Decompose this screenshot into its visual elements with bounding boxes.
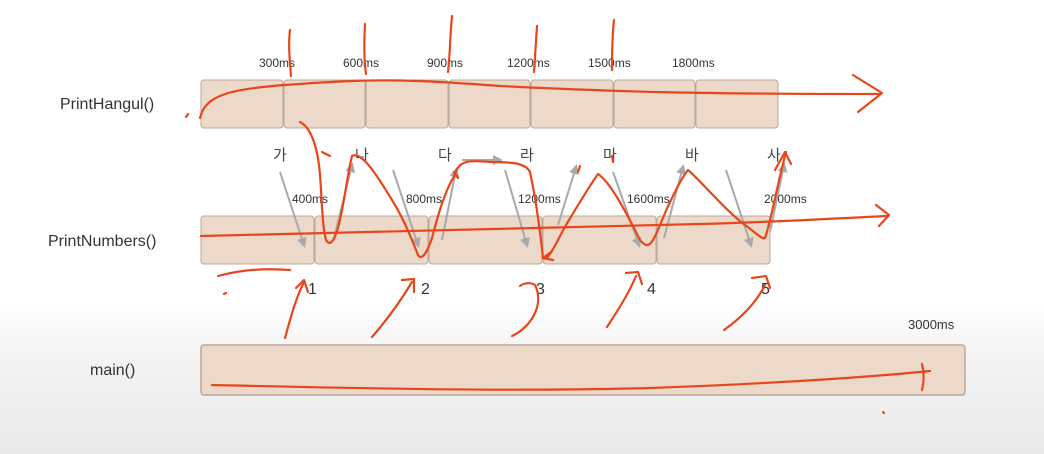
annotation-stroke <box>773 150 793 172</box>
numbers-tick-label: 800ms <box>406 192 442 206</box>
row-label-main: main() <box>90 362 135 379</box>
hangul-cell <box>200 79 284 129</box>
annotation-arrowhead <box>874 203 891 228</box>
sequence-arrow <box>392 169 421 248</box>
number-output: 4 <box>647 281 656 298</box>
hangul-tick-label: 300ms <box>259 56 295 70</box>
sequence-arrow <box>612 171 642 248</box>
annotation-arrowhead <box>624 270 644 286</box>
number-output: 1 <box>308 281 317 298</box>
numbers-timeline <box>200 215 771 265</box>
hangul-timeline <box>200 79 779 129</box>
numbers-tick-label: 1600ms <box>627 192 670 206</box>
hangul-char-output: 나 <box>355 146 369 164</box>
hangul-char-output: 바 <box>685 146 699 164</box>
hangul-char-output: 라 <box>520 146 534 164</box>
number-output: 2 <box>421 281 430 298</box>
numbers-cell <box>200 215 315 265</box>
handwritten-annotations <box>184 14 932 415</box>
hangul-tick-label: 1200ms <box>507 56 550 70</box>
annotation-stroke <box>216 268 292 278</box>
annotation-stroke <box>881 410 886 415</box>
sequence-arrow <box>557 164 579 226</box>
annotation-stroke <box>610 18 616 72</box>
annotation-arrowhead <box>851 73 884 114</box>
hangul-cell <box>448 79 531 129</box>
number-output: 5 <box>761 281 770 298</box>
annotation-stroke <box>920 362 925 392</box>
numbers-cell <box>656 215 771 265</box>
numbers-tick-label: 400ms <box>292 192 328 206</box>
hangul-tick-label: 1800ms <box>672 56 715 70</box>
main-tick-label: 3000ms <box>908 317 955 332</box>
hangul-cell <box>283 79 366 129</box>
sequence-arrow <box>725 169 754 248</box>
annotation-stroke <box>576 164 582 174</box>
annotation-stroke <box>222 291 228 296</box>
annotation-stroke <box>541 250 555 262</box>
annotation-stroke <box>446 14 454 74</box>
hangul-char-output: 사 <box>767 146 781 164</box>
row-label-print-hangul: PrintHangul() <box>60 96 154 113</box>
sequence-arrow <box>663 164 687 239</box>
hangul-cell <box>365 79 449 129</box>
hangul-char-output: 마 <box>603 146 617 164</box>
annotation-stroke <box>605 274 638 329</box>
hangul-cell <box>530 79 614 129</box>
annotation-stroke <box>199 214 890 238</box>
annotation-stroke <box>510 282 540 338</box>
annotation-stroke <box>452 170 460 180</box>
hangul-tick-label: 600ms <box>343 56 379 70</box>
numbers-tick-label: 1200ms <box>518 192 561 206</box>
annotation-stroke <box>363 22 368 76</box>
hangul-cell <box>613 79 696 129</box>
number-output: 3 <box>536 281 545 298</box>
annotation-stroke <box>283 280 306 340</box>
annotation-stroke <box>210 369 932 391</box>
annotation-stroke <box>400 277 416 294</box>
annotation-stroke <box>532 24 539 74</box>
row-label-print-numbers: PrintNumbers() <box>48 233 156 250</box>
annotation-stroke <box>320 150 332 158</box>
annotation-stroke <box>184 112 190 119</box>
hangul-cell <box>695 79 779 129</box>
sequence-arrow <box>504 169 530 248</box>
annotation-arrowhead <box>294 278 310 294</box>
sequence-arrow <box>441 167 460 241</box>
hangul-char-output: 다 <box>438 146 452 164</box>
annotation-stroke <box>288 28 293 78</box>
hangul-tick-label: 900ms <box>427 56 463 70</box>
numbers-tick-label: 2000ms <box>764 192 807 206</box>
hangul-tick-label: 1500ms <box>588 56 631 70</box>
annotation-stroke <box>198 79 882 120</box>
annotation-zigzag <box>298 120 788 260</box>
annotation-stroke <box>610 154 615 164</box>
annotation-stroke <box>722 283 767 332</box>
hangul-char-output: 가 <box>273 146 287 164</box>
annotation-stroke <box>370 280 414 339</box>
numbers-cell <box>314 215 429 265</box>
annotation-arrowhead <box>750 274 772 290</box>
